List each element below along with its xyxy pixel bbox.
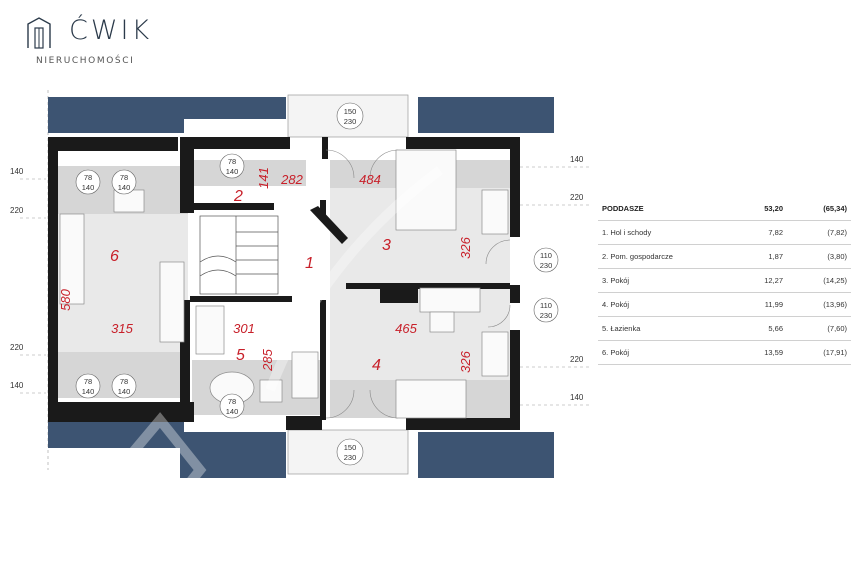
opening-height: 140 (118, 183, 131, 192)
dimension-label: 580 (58, 288, 73, 310)
room-gross-area: (3,80) (787, 244, 851, 269)
opening-width: 78 (228, 397, 236, 406)
table-header-row: PODDASZE 53,20 (65,34) (598, 197, 851, 221)
room-area: 11,99 (719, 292, 787, 317)
room-area-table: PODDASZE 53,20 (65,34) 1. Hol i schody 7… (598, 197, 851, 365)
opening-width: 150 (344, 443, 357, 452)
opening-height: 140 (226, 407, 239, 416)
room-gross-area: (7,82) (787, 220, 851, 245)
opening-height: 230 (540, 261, 553, 270)
opening-height: 230 (344, 453, 357, 462)
dimension-label: 285 (260, 348, 275, 371)
walls (48, 137, 520, 430)
height-label: 140 (10, 167, 24, 176)
table-header-name: PODDASZE (598, 197, 719, 221)
opening-width: 78 (228, 157, 236, 166)
table-row: 1. Hol i schody 7,82 (7,82) (598, 220, 851, 245)
dimension-label: 465 (395, 321, 417, 336)
watermark (111, 166, 444, 528)
room-3-label: 3 (382, 237, 391, 254)
room-area: 12,27 (719, 268, 787, 293)
dimension-label: 301 (233, 321, 255, 336)
brand-tagline: NIERUCHOMOŚCI (36, 56, 135, 66)
room-area: 13,59 (719, 340, 787, 365)
table-header-gross: (65,34) (787, 197, 851, 221)
height-label: 220 (570, 193, 584, 202)
height-label: 140 (570, 393, 584, 402)
opening-height: 230 (344, 117, 357, 126)
opening-width: 78 (84, 173, 92, 182)
room-name: 5. Łazienka (598, 316, 719, 341)
dimension-label: 326 (458, 350, 473, 372)
height-label: 220 (570, 355, 584, 364)
opening-height: 140 (82, 183, 95, 192)
house-logo-icon (27, 17, 51, 49)
opening-height: 140 (118, 387, 131, 396)
table-row: 6. Pokój 13,59 (17,91) (598, 340, 851, 365)
height-label: 220 (10, 343, 24, 352)
room-name: 1. Hol i schody (598, 220, 719, 245)
height-label: 220 (10, 206, 24, 215)
room-name: 3. Pokój (598, 268, 719, 293)
door-swings (325, 149, 511, 419)
opening-width: 110 (540, 251, 552, 260)
table-header-area: 53,20 (719, 197, 787, 221)
room-gross-area: (14,25) (787, 268, 851, 293)
opening-width: 150 (344, 107, 357, 116)
opening-height: 140 (226, 167, 239, 176)
dimension-label: 484 (359, 172, 381, 187)
opening-height: 230 (540, 311, 553, 320)
opening-sizes: 78 140 78 140 78 140 150 230 110 230 110… (82, 107, 553, 462)
opening-height: 140 (82, 387, 95, 396)
dimension-label: 141 (256, 167, 271, 189)
room-name: 4. Pokój (598, 292, 719, 317)
opening-markers (75, 102, 559, 466)
room-area: 1,87 (719, 244, 787, 269)
opening-width: 78 (120, 173, 128, 182)
height-labels: 140 220 220 140 140 220 220 140 (10, 155, 584, 402)
brand-name: ĆWIK (69, 15, 153, 46)
dimension-label: 282 (280, 172, 303, 187)
height-guide-lines (20, 90, 590, 470)
room-4-label: 4 (372, 357, 381, 374)
room-name: 6. Pokój (598, 340, 719, 365)
opening-width: 78 (120, 377, 128, 386)
room-gross-area: (7,60) (787, 316, 851, 341)
brand-logo: ĆWIK NIERUCHOMOŚCI (20, 10, 160, 70)
roof-eaves (48, 97, 554, 478)
height-label: 140 (10, 381, 24, 390)
room-gross-area: (13,96) (787, 292, 851, 317)
opening-width: 78 (84, 377, 92, 386)
height-label: 140 (570, 155, 584, 164)
room-name: 2. Pom. gospodarcze (598, 244, 719, 269)
room-5-label: 5 (236, 347, 245, 364)
opening-width: 110 (540, 301, 552, 310)
table-row: 5. Łazienka 5,66 (7,60) (598, 316, 851, 341)
stairs (199, 215, 279, 295)
room-1-label: 1 (305, 255, 314, 272)
table-row: 4. Pokój 11,99 (13,96) (598, 292, 851, 317)
dimension-label: 326 (458, 236, 473, 258)
room-area: 7,82 (719, 220, 787, 245)
table-row: 3. Pokój 12,27 (14,25) (598, 268, 851, 293)
room-6-label: 6 (110, 248, 119, 265)
room-2-label: 2 (233, 188, 243, 205)
table-row: 2. Pom. gospodarcze 1,87 (3,80) (598, 244, 851, 269)
room-area: 5,66 (719, 316, 787, 341)
room-gross-area: (17,91) (787, 340, 851, 365)
dimension-label: 315 (111, 321, 133, 336)
